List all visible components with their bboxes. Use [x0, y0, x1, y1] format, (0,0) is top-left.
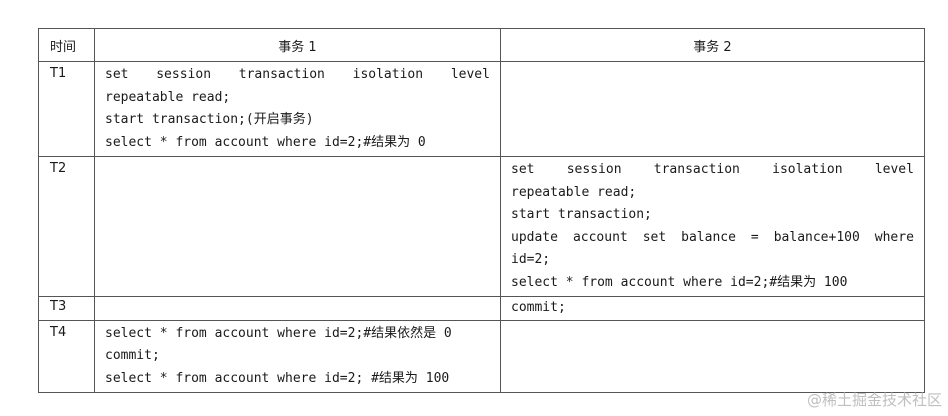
code-line: repeatable read;	[511, 184, 637, 200]
t2-cell: commit;	[500, 296, 925, 321]
code-word: balance	[681, 229, 736, 245]
code-word: set	[642, 229, 667, 245]
code-word: transaction	[238, 67, 325, 82]
time-cell: T2	[38, 156, 95, 297]
t1-cell	[94, 156, 501, 297]
code-word: balance+100	[773, 229, 860, 245]
table-row-t3: T3 commit;	[38, 296, 925, 321]
header-time: 时间	[38, 28, 95, 62]
time-cell: T3	[38, 296, 95, 321]
t2-cell: set session transaction isolation level …	[500, 156, 925, 297]
t2-cell	[500, 61, 925, 157]
code-word: session	[156, 67, 212, 82]
code-word: account	[572, 229, 628, 245]
table-row-t4: T4 select * from account where id=2;#结果依…	[38, 319, 925, 393]
code-word: set	[511, 162, 535, 177]
watermark: @稀土掘金技术社区	[806, 391, 942, 409]
code-line: start transaction;	[511, 207, 652, 222]
code-line-justified: update account set balance = balance+100…	[511, 227, 914, 250]
code-line: select * from account where id=2; #结果为 1…	[105, 370, 450, 386]
code-line: id=2;	[511, 252, 551, 267]
code-word: where	[874, 229, 914, 245]
transaction-table: 时间 事务 1 事务 2 T1 set session transaction …	[38, 28, 925, 393]
header-transaction-2: 事务 2	[500, 28, 925, 62]
code-word: transaction	[653, 162, 740, 177]
code-line: start transaction;(开启事务)	[105, 112, 314, 127]
header-row: 时间 事务 1 事务 2	[38, 28, 925, 62]
code-word: session	[566, 162, 622, 177]
code-word: level	[450, 67, 490, 82]
code-line: commit;	[105, 348, 160, 363]
code-line: select * from account where id=2;#结果为 0	[105, 134, 426, 150]
t2-cell	[500, 319, 925, 393]
code-line-justified: set session transaction isolation level	[105, 64, 490, 87]
time-cell: T1	[38, 61, 95, 157]
code-line: select * from account where id=2;#结果为 10…	[511, 274, 848, 290]
code-word: =	[750, 229, 759, 245]
code-word: level	[874, 162, 914, 177]
time-cell: T4	[38, 319, 95, 393]
code-line: repeatable read;	[105, 89, 231, 105]
code-word: set	[105, 67, 129, 82]
code-line: select * from account where id=2;#结果依然是 …	[105, 325, 452, 341]
code-word: isolation	[352, 67, 424, 82]
table-row-t1: T1 set session transaction isolation lev…	[38, 61, 925, 157]
header-transaction-1: 事务 1	[94, 28, 501, 62]
code-line-justified: set session transaction isolation level	[511, 159, 914, 182]
code-line: commit;	[511, 300, 566, 315]
table-row-t2: T2 set session transaction isolation lev…	[38, 156, 925, 297]
code-word: update	[511, 229, 558, 245]
t1-cell: set session transaction isolation level …	[94, 61, 501, 157]
t1-cell: select * from account where id=2;#结果依然是 …	[94, 319, 501, 393]
t1-cell	[94, 296, 501, 321]
code-word: isolation	[772, 162, 843, 177]
